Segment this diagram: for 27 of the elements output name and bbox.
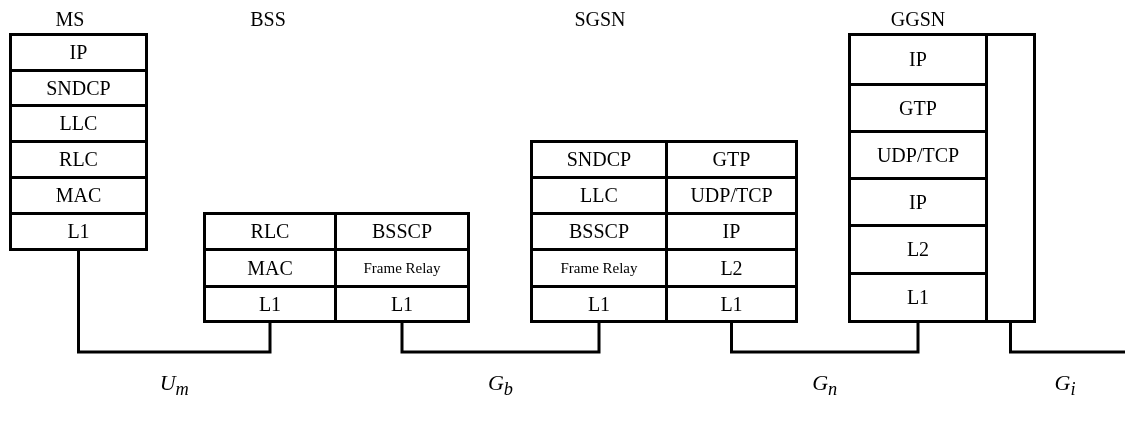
- connector-line: [400, 322, 601, 354]
- interface-label: U$_{m}$: [159, 370, 189, 401]
- node-heading: SGSN: [574, 8, 626, 31]
- protocol-layer: BSSCP: [334, 212, 470, 251]
- protocol-layer: IP: [9, 33, 148, 72]
- connector-line: [730, 322, 920, 354]
- empty-layer-box: [985, 33, 1036, 323]
- node-heading: GGSN: [890, 8, 946, 31]
- protocol-layer: L1: [848, 272, 988, 323]
- protocol-layer: L1: [334, 285, 470, 323]
- protocol-layer: GTP: [665, 140, 798, 179]
- interface-label: G$_{n}$: [812, 370, 838, 401]
- protocol-layer: LLC: [9, 104, 148, 143]
- connector-line: [77, 250, 272, 354]
- node-heading: MS: [55, 8, 85, 31]
- protocol-layer: IP: [848, 33, 988, 86]
- protocol-layer: L1: [203, 285, 337, 323]
- protocol-layer: L1: [530, 285, 668, 323]
- protocol-layer: L1: [665, 285, 798, 323]
- protocol-layer: L1: [9, 212, 148, 251]
- protocol-layer: SNDCP: [9, 69, 148, 107]
- protocol-layer: MAC: [9, 176, 148, 215]
- interface-label: G$_{i}$: [1054, 370, 1076, 401]
- protocol-layer: RLC: [9, 140, 148, 179]
- connector-line: [1009, 322, 1125, 354]
- node-heading: BSS: [250, 8, 286, 31]
- interface-label: G$_{b}$: [487, 370, 514, 401]
